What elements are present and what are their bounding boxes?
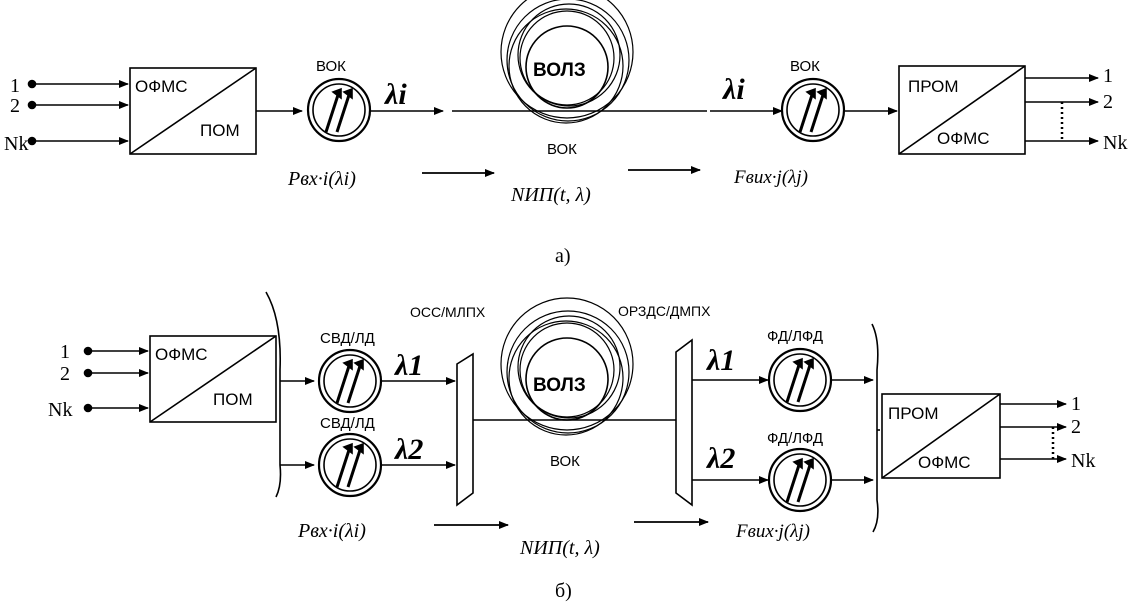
caption-b: б)	[555, 580, 572, 602]
input-label-1: 1	[60, 341, 70, 363]
mux-label: ОСС/МЛПХ	[410, 304, 486, 320]
mux	[456, 352, 474, 507]
rx-device-label: ВОК	[790, 58, 820, 75]
rx-device-b-2	[767, 447, 833, 513]
caption-a: а)	[555, 245, 571, 267]
diagram-a	[27, 0, 1099, 177]
input-label-2: 2	[10, 95, 20, 117]
tx-device-label-2: СВД/ЛД	[320, 415, 375, 432]
demux	[675, 338, 693, 507]
tx-device-b-2	[317, 432, 383, 498]
rx-block-top-label: ПРОМ	[908, 77, 959, 96]
fiber-label: ВОЛЗ	[533, 60, 586, 81]
input-label-nk: Nk	[4, 133, 28, 155]
power-out-label: Fвих·j(λj)	[735, 521, 810, 542]
tx-block-top-label: ОФМС	[155, 345, 208, 364]
rx-outputs-b	[1000, 400, 1067, 463]
rx-device-b-1	[767, 347, 833, 413]
tx-device-b-1	[317, 348, 383, 414]
rx-device-a	[780, 77, 846, 143]
fiber-caption: ВОК	[550, 453, 580, 470]
fiber-a	[452, 0, 707, 124]
rx-block-a	[898, 65, 1026, 155]
power-out-label: Fвих·j(λj)	[733, 167, 808, 188]
input-label-2: 2	[60, 363, 70, 385]
demux-label: ОРЗДС/ДМПХ	[618, 303, 711, 319]
rx-block-bottom-label: ОФМС	[937, 129, 990, 148]
fiber-label: ВОЛЗ	[533, 375, 586, 396]
lambda-tx-label: λi	[383, 78, 407, 111]
fiber-b	[473, 297, 676, 436]
tx-inputs-a	[27, 79, 129, 146]
rx-outputs-a	[1025, 74, 1099, 145]
tx-bracket	[265, 291, 282, 498]
output-label-nk: Nk	[1103, 132, 1127, 154]
noise-label: NИП(t, λ)	[510, 184, 591, 206]
tx-block-bottom-label: ПОМ	[200, 121, 240, 140]
rx-block-b	[881, 393, 1001, 479]
power-in-label: Pвх·i(λi)	[297, 520, 366, 542]
input-label-nk: Nk	[48, 399, 72, 421]
power-in-label: Pвх·i(λi)	[287, 168, 356, 190]
tx-inputs-b	[83, 346, 149, 413]
rx-bracket	[871, 323, 879, 533]
tx-device-label: ВОК	[316, 58, 346, 75]
output-label-nk: Nk	[1071, 450, 1095, 472]
tx-block-bottom-label: ПОМ	[213, 390, 253, 409]
lambda-2-label: λ2	[393, 433, 423, 466]
rx-device-label-1: ФД/ЛФД	[767, 328, 823, 345]
rx-lambda-1-label: λ1	[705, 344, 735, 377]
tx-device-a	[306, 77, 372, 143]
rx-block-bottom-label: ОФМС	[918, 453, 971, 472]
lambda-1-label: λ1	[393, 349, 423, 382]
output-label-1: 1	[1103, 65, 1113, 87]
tx-device-label-1: СВД/ЛД	[320, 330, 375, 347]
rx-block-top-label: ПРОМ	[888, 404, 939, 423]
input-label-1: 1	[10, 75, 20, 97]
lambda-rx-label: λi	[721, 73, 745, 106]
output-label-2: 2	[1071, 416, 1081, 438]
rx-lambda-2-label: λ2	[705, 442, 735, 475]
rx-device-label-2: ФД/ЛФД	[767, 430, 823, 447]
noise-label: NИП(t, λ)	[519, 537, 600, 559]
tx-block-top-label: ОФМС	[135, 77, 188, 96]
fiber-caption: ВОК	[547, 141, 577, 158]
output-label-1: 1	[1071, 393, 1081, 415]
tx-block-b	[149, 335, 277, 423]
diagram-b	[83, 291, 1067, 533]
output-label-2: 2	[1103, 91, 1113, 113]
